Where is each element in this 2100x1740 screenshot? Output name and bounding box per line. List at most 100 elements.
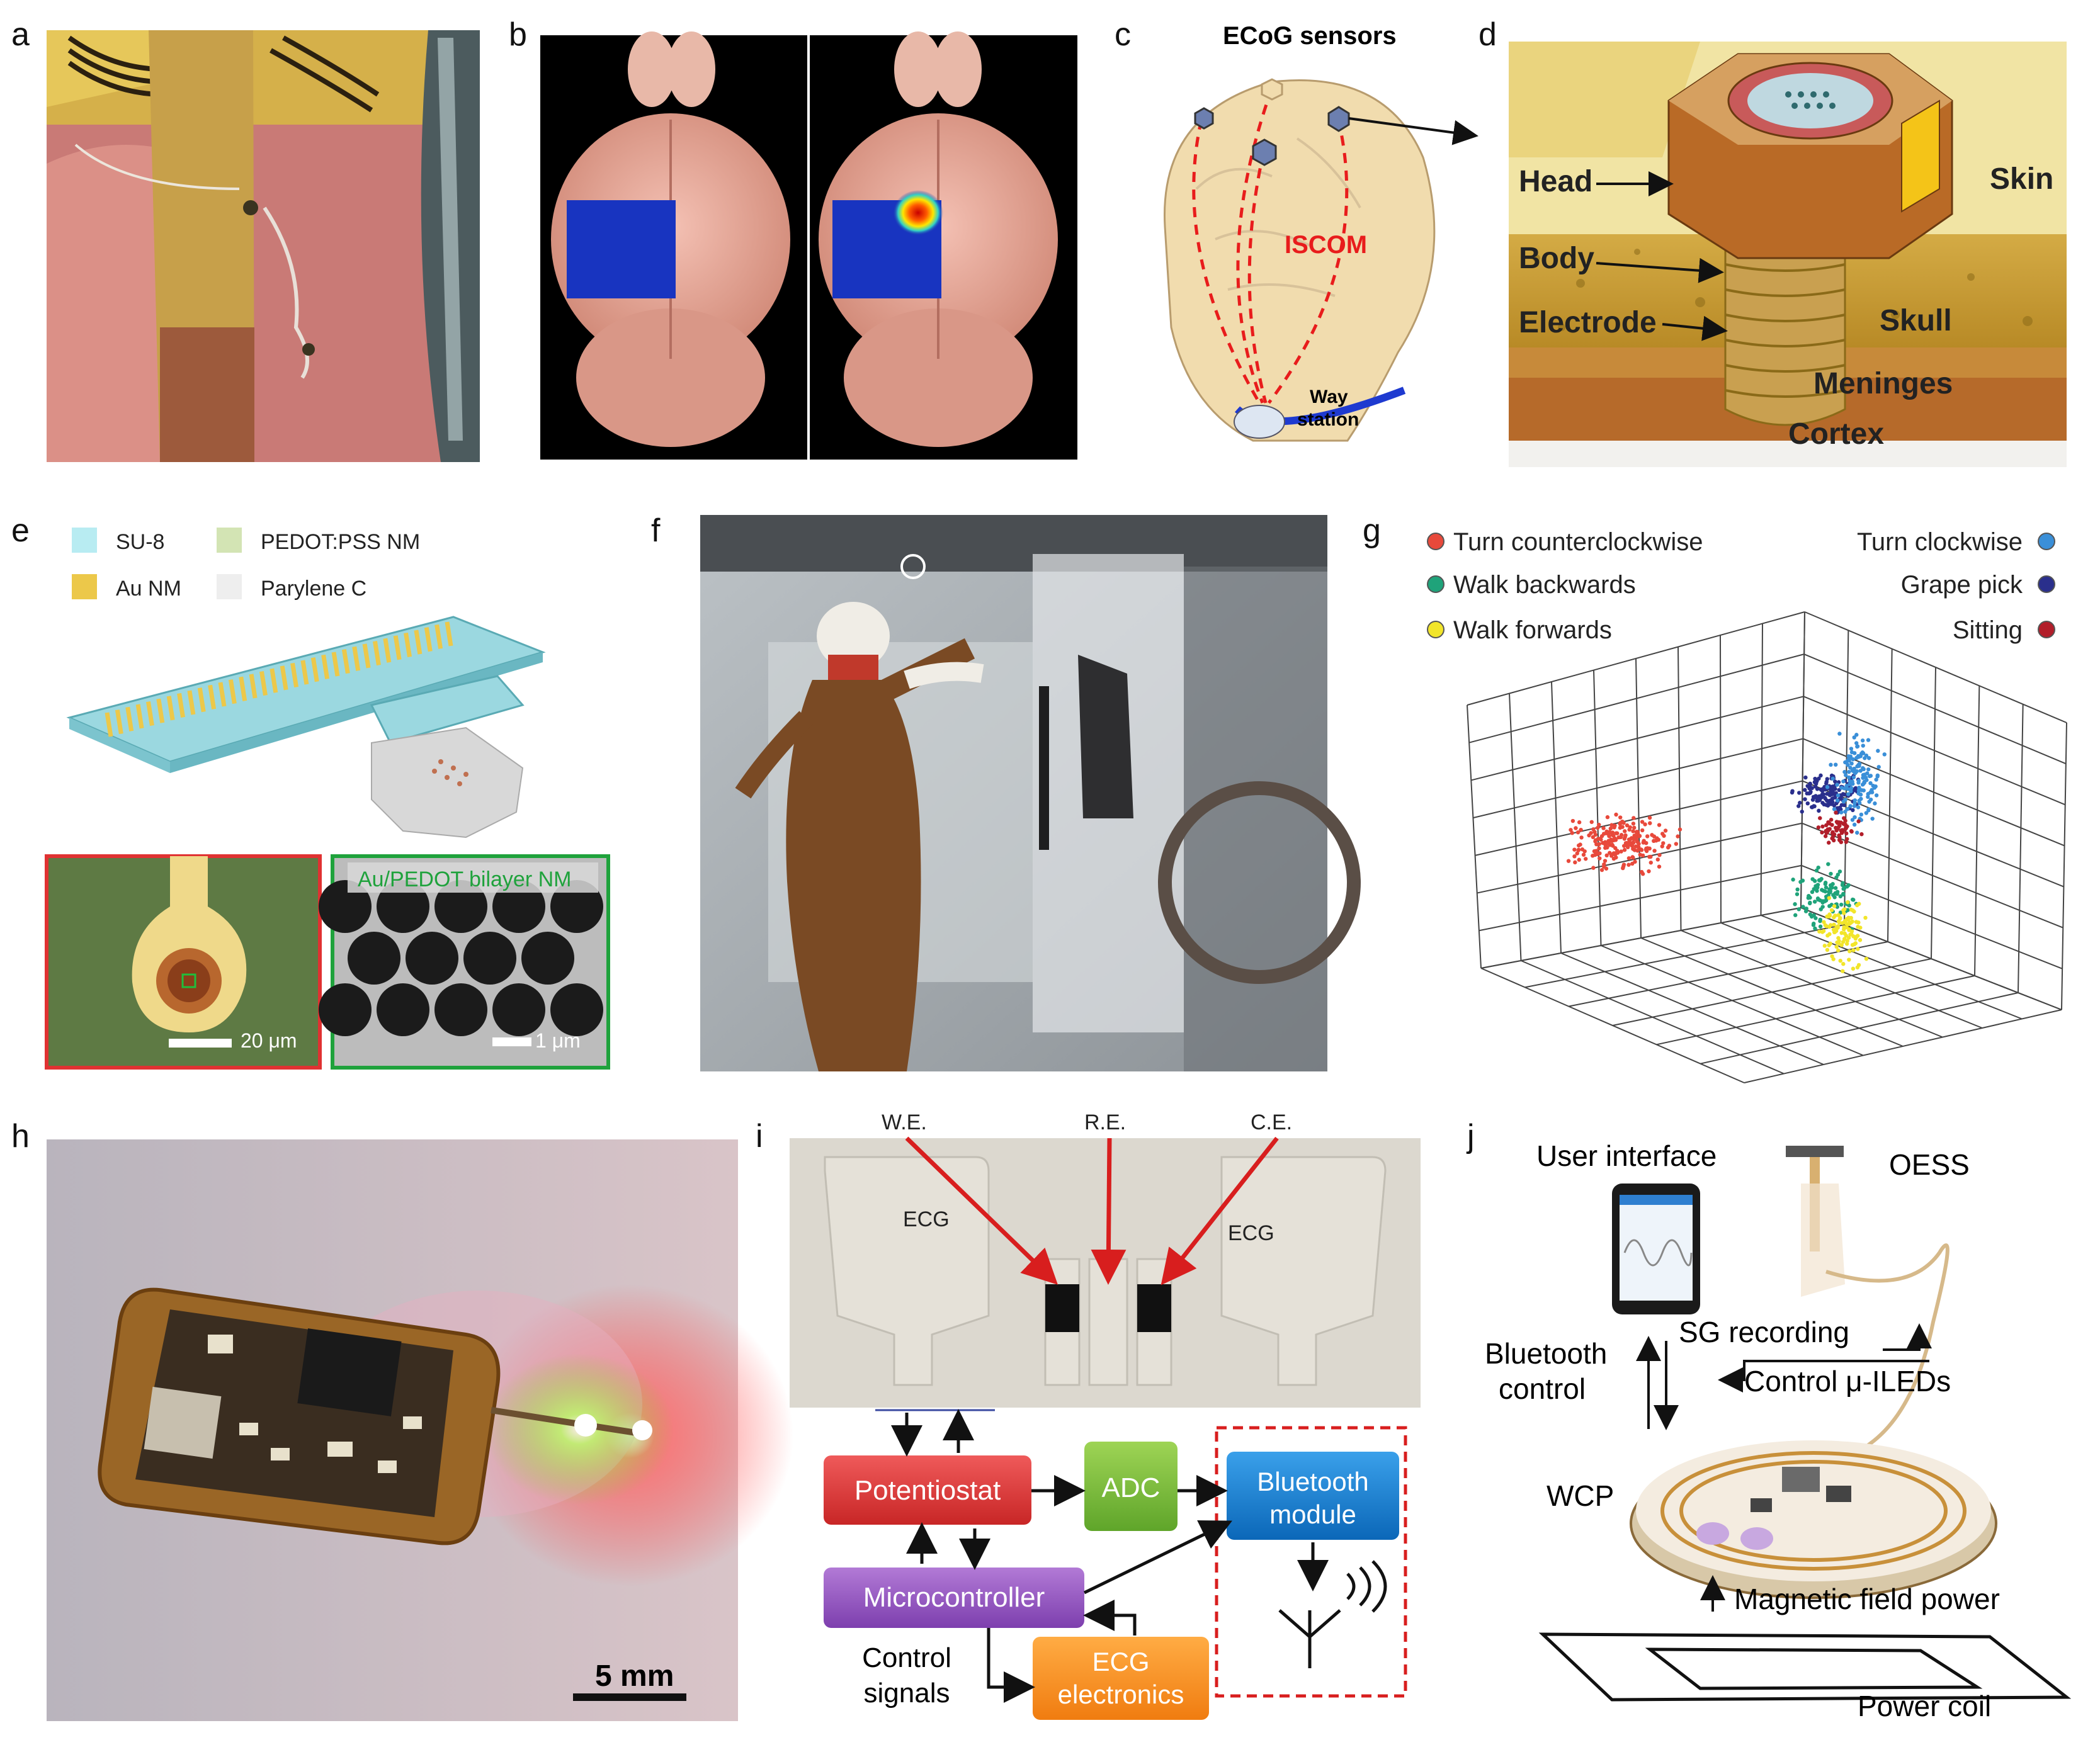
- scatter-point: [1830, 885, 1834, 890]
- scatter-point: [1852, 769, 1856, 774]
- scatter-point: [1841, 927, 1846, 932]
- panel-i-ce-pad: [1137, 1284, 1171, 1332]
- scatter-point: [1824, 924, 1829, 929]
- panel-j-wcp-label: WCP: [1547, 1479, 1614, 1512]
- scatter-point: [1657, 823, 1662, 827]
- scatter-point: [1813, 784, 1818, 789]
- scatter-point: [1843, 810, 1847, 814]
- panel-j-wcp-device: [1630, 1440, 1997, 1599]
- scatter-point: [1644, 840, 1649, 845]
- scatter-point: [1618, 815, 1623, 820]
- trace: [125, 706, 134, 732]
- scatter-point: [1825, 785, 1830, 789]
- scatter-point: [1858, 754, 1863, 759]
- trace: [321, 654, 330, 679]
- scatter-point: [1844, 784, 1849, 788]
- scatter-point: [1849, 750, 1854, 755]
- scatter-point: [1832, 807, 1837, 811]
- scatter-point: [1811, 923, 1816, 927]
- scatter-point: [1856, 788, 1861, 793]
- scatter-point: [1827, 793, 1832, 798]
- scatter-point: [1819, 773, 1823, 778]
- scatter-point: [1858, 925, 1863, 930]
- panel-b-brain-left: [551, 31, 790, 447]
- panel-j-power-coil: [1538, 1632, 2072, 1702]
- legend-label-walk-fwd: Walk forwards: [1453, 616, 1612, 644]
- scatter-point: [1589, 831, 1593, 835]
- scatter-point: [1821, 929, 1826, 934]
- panel-j-oess-probe: [1786, 1146, 1845, 1297]
- scatter-point: [1837, 838, 1842, 842]
- scatter-point: [1615, 831, 1620, 835]
- panel-i-block-microcontroller: Microcontroller: [824, 1568, 1084, 1628]
- panel-c-head: [1163, 79, 1436, 442]
- scatter-point: [1836, 793, 1841, 798]
- scatter-point: [1838, 894, 1842, 899]
- scatter-point: [1847, 759, 1851, 763]
- scatter-point: [1822, 920, 1826, 924]
- scatter-point: [1570, 818, 1575, 823]
- scatter-point: [1818, 924, 1823, 929]
- panel-j-oess-label: OESS: [1889, 1148, 1970, 1181]
- scatter-point: [1620, 819, 1625, 824]
- scatter-point: [1793, 913, 1798, 917]
- scatter-point: [1873, 801, 1877, 806]
- scatter-point: [1809, 914, 1814, 919]
- trace: [270, 668, 278, 693]
- legend-label-pedot: PEDOT:PSS NM: [261, 530, 420, 554]
- scatter-point: [1820, 905, 1825, 909]
- trace: [187, 690, 196, 715]
- scatter-point: [1861, 751, 1866, 755]
- scatter-point: [1827, 840, 1831, 845]
- scatter-point: [1858, 769, 1863, 773]
- scatter-point: [1575, 851, 1579, 856]
- scatter-point: [1574, 826, 1578, 830]
- scatter-point: [1848, 765, 1853, 770]
- panel-label-a: a: [11, 16, 30, 53]
- scatter-point: [1841, 799, 1846, 804]
- panel-label-j: j: [1466, 1118, 1475, 1155]
- panel-j-sg-label: SG recording: [1679, 1316, 1849, 1348]
- scatter-point: [1599, 867, 1604, 873]
- trace: [208, 684, 217, 709]
- scatter-point: [1570, 830, 1574, 835]
- scatter-point: [1647, 815, 1652, 820]
- panel-i-we-pad: [1045, 1284, 1079, 1332]
- scatter-point: [1610, 830, 1615, 835]
- panel-i-ecg-right: ECG: [1228, 1221, 1274, 1245]
- panel-h-scale-bar: [573, 1693, 686, 1701]
- scatter-point: [1816, 825, 1821, 830]
- scatter-point: [1829, 817, 1834, 822]
- hole: [319, 983, 372, 1036]
- scatter-point: [1864, 777, 1869, 782]
- scatter-point: [1640, 828, 1645, 833]
- scatter-point: [1631, 822, 1636, 826]
- scatter-point: [1619, 849, 1623, 854]
- scatter-point: [1660, 844, 1664, 849]
- scatter-point: [1861, 788, 1866, 793]
- scatter-point: [1842, 816, 1846, 820]
- panel-e-inset-right: Au/PEDOT bilayer NM 1 μm: [319, 854, 610, 1070]
- panel-label-h: h: [11, 1118, 30, 1155]
- hole: [550, 983, 603, 1036]
- panel-c-iscom-label: ISCOM: [1285, 231, 1367, 259]
- trace: [310, 657, 319, 682]
- scatter-point: [1839, 794, 1844, 799]
- scatter-point: [1832, 895, 1837, 900]
- scatter-point: [1576, 848, 1581, 852]
- scatter-point: [1606, 840, 1611, 844]
- scatter-point: [1846, 900, 1850, 905]
- legend-swatch-au: [72, 574, 97, 599]
- scatter-point: [1824, 823, 1829, 828]
- panel-i: i W.E. R.E. C.E. ECG ECG Potentiostat AD…: [756, 1110, 1421, 1720]
- scatter-point: [1876, 749, 1880, 753]
- panel-i-block-ecg: ECG electronics: [1033, 1637, 1209, 1720]
- scatter-point: [1855, 830, 1859, 835]
- scatter-point: [1810, 890, 1815, 895]
- scatter-point: [1584, 857, 1588, 861]
- trace: [362, 643, 371, 669]
- scatter-point: [1829, 762, 1833, 767]
- scatter-point: [1852, 822, 1857, 827]
- scatter-point: [1807, 901, 1812, 906]
- scatter-point: [1854, 755, 1859, 760]
